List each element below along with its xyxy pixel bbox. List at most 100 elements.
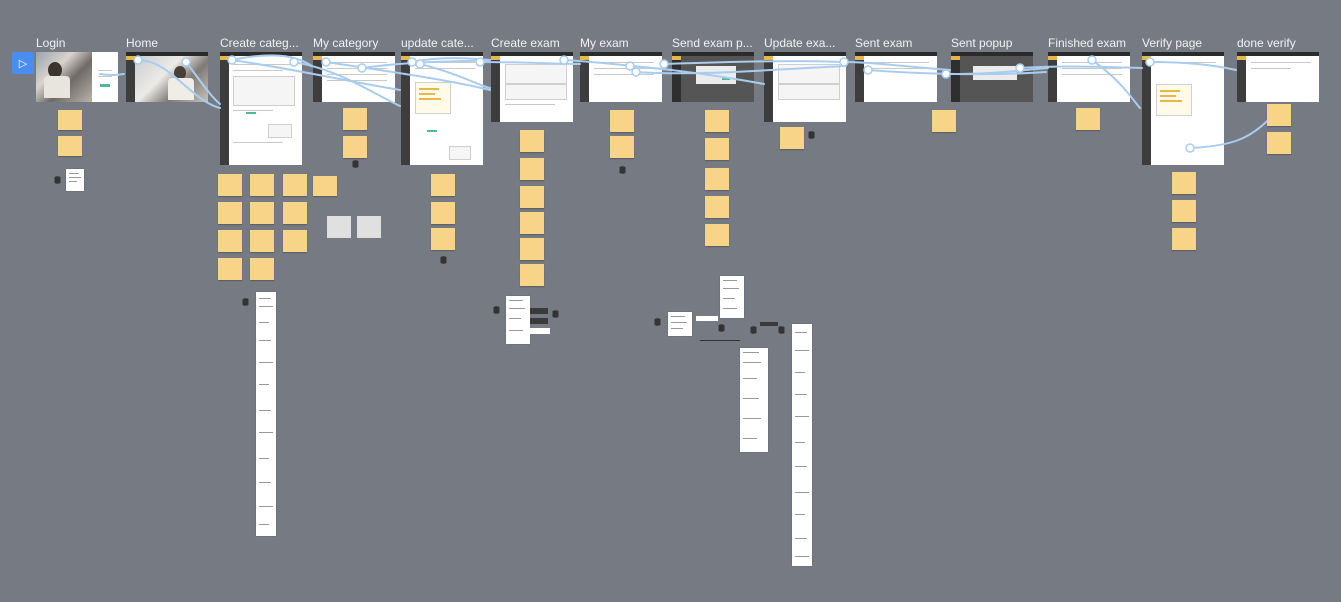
sticky-note[interactable] xyxy=(283,174,307,196)
diagram-line xyxy=(700,340,740,341)
frame-update-exam[interactable] xyxy=(764,52,846,122)
frame-title-create-category[interactable]: Create categ... xyxy=(220,36,299,50)
database-icon xyxy=(654,318,661,326)
frame-send-exam-popup[interactable] xyxy=(672,52,754,102)
sticky-note[interactable] xyxy=(780,127,804,149)
person-figure xyxy=(48,62,62,78)
play-icon: ▷ xyxy=(18,57,28,70)
sticky-note[interactable] xyxy=(520,130,544,152)
frame-title-home[interactable]: Home xyxy=(126,36,159,50)
frame-title-sent-popup[interactable]: Sent popup xyxy=(951,36,1013,50)
sticky-note[interactable] xyxy=(705,224,729,246)
sticky-note[interactable] xyxy=(705,168,729,190)
doc-page[interactable] xyxy=(66,169,84,191)
doc-page[interactable] xyxy=(256,292,276,536)
frame-title-update-exam[interactable]: Update exa... xyxy=(764,36,836,50)
person-body xyxy=(44,76,70,98)
sticky-note[interactable] xyxy=(520,238,544,260)
home-person-body xyxy=(168,78,194,100)
database-icon xyxy=(54,176,61,184)
frame-sent-exam[interactable] xyxy=(855,52,937,102)
sticky-note[interactable] xyxy=(520,186,544,208)
sticky-note[interactable] xyxy=(343,136,367,158)
sticky-note[interactable] xyxy=(610,136,634,158)
frame-title-finished-exam[interactable]: Finished exam xyxy=(1048,36,1127,50)
sticky-note[interactable] xyxy=(343,108,367,130)
diagram-chip xyxy=(530,318,548,324)
sticky-note[interactable] xyxy=(1267,104,1291,126)
sticky-note[interactable] xyxy=(283,202,307,224)
database-icon xyxy=(493,306,500,314)
sticky-note[interactable] xyxy=(218,230,242,252)
frame-title-create-exam[interactable]: Create exam xyxy=(491,36,560,50)
login-button-mock xyxy=(100,84,110,87)
database-icon xyxy=(718,324,725,332)
sticky-note[interactable] xyxy=(520,264,544,286)
frame-verify-page[interactable] xyxy=(1142,52,1224,165)
sticky-note[interactable] xyxy=(610,110,634,132)
sticky-note[interactable] xyxy=(218,174,242,196)
frame-create-exam[interactable] xyxy=(491,52,573,122)
database-icon xyxy=(750,326,757,334)
database-icon xyxy=(619,166,626,174)
diagram-chip xyxy=(530,328,550,334)
frame-title-login[interactable]: Login xyxy=(36,36,66,50)
frame-title-my-exam[interactable]: My exam xyxy=(580,36,629,50)
frame-title-my-category[interactable]: My category xyxy=(313,36,379,50)
doc-page[interactable] xyxy=(792,324,812,566)
sticky-note[interactable] xyxy=(218,202,242,224)
database-icon xyxy=(552,310,559,318)
sticky-note[interactable] xyxy=(431,228,455,250)
sticky-note[interactable] xyxy=(520,212,544,234)
sticky-note[interactable] xyxy=(1172,172,1196,194)
sticky-note[interactable] xyxy=(218,258,242,280)
sticky-note[interactable] xyxy=(250,258,274,280)
sticky-note[interactable] xyxy=(932,110,956,132)
diagram-chip xyxy=(530,308,548,314)
sticky-note[interactable] xyxy=(250,230,274,252)
doc-page[interactable] xyxy=(740,348,768,452)
sticky-note[interactable] xyxy=(1076,108,1100,130)
frame-home[interactable] xyxy=(126,52,208,102)
sticky-note[interactable] xyxy=(431,202,455,224)
frame-create-category[interactable] xyxy=(220,52,302,165)
comment-note[interactable] xyxy=(327,216,351,238)
database-icon xyxy=(808,131,815,139)
home-person-figure xyxy=(174,66,186,80)
database-icon xyxy=(778,326,785,334)
frame-my-exam[interactable] xyxy=(580,52,662,102)
sticky-note[interactable] xyxy=(705,138,729,160)
sticky-note[interactable] xyxy=(705,110,729,132)
sticky-note[interactable] xyxy=(58,136,82,156)
sticky-note[interactable] xyxy=(1172,200,1196,222)
database-icon xyxy=(242,298,249,306)
sticky-note[interactable] xyxy=(283,230,307,252)
sticky-note[interactable] xyxy=(250,202,274,224)
doc-page[interactable] xyxy=(668,312,692,336)
frame-title-update-category[interactable]: update cate... xyxy=(401,36,474,50)
comment-note[interactable] xyxy=(357,216,381,238)
database-icon xyxy=(440,256,447,264)
doc-page[interactable] xyxy=(506,296,530,344)
sticky-note[interactable] xyxy=(313,176,337,196)
play-prototype-button[interactable]: ▷ xyxy=(12,52,34,74)
sticky-note[interactable] xyxy=(520,158,544,180)
frame-title-send-exam-popup[interactable]: Send exam p... xyxy=(672,36,753,50)
frame-title-done-verify[interactable]: done verify xyxy=(1237,36,1296,50)
frame-done-verify[interactable] xyxy=(1237,52,1319,102)
frame-login[interactable] xyxy=(36,52,118,102)
sticky-note[interactable] xyxy=(705,196,729,218)
diagram-chip xyxy=(760,322,778,326)
database-icon xyxy=(352,160,359,168)
sticky-note[interactable] xyxy=(1267,132,1291,154)
sticky-note[interactable] xyxy=(58,110,82,130)
diagram-chip xyxy=(696,316,718,321)
sticky-note[interactable] xyxy=(431,174,455,196)
doc-page[interactable] xyxy=(720,276,744,318)
frame-sent-popup[interactable] xyxy=(951,52,1033,102)
sticky-note[interactable] xyxy=(1172,228,1196,250)
frame-title-verify-page[interactable]: Verify page xyxy=(1142,36,1203,50)
sticky-note[interactable] xyxy=(250,174,274,196)
frame-title-sent-exam[interactable]: Sent exam xyxy=(855,36,913,50)
